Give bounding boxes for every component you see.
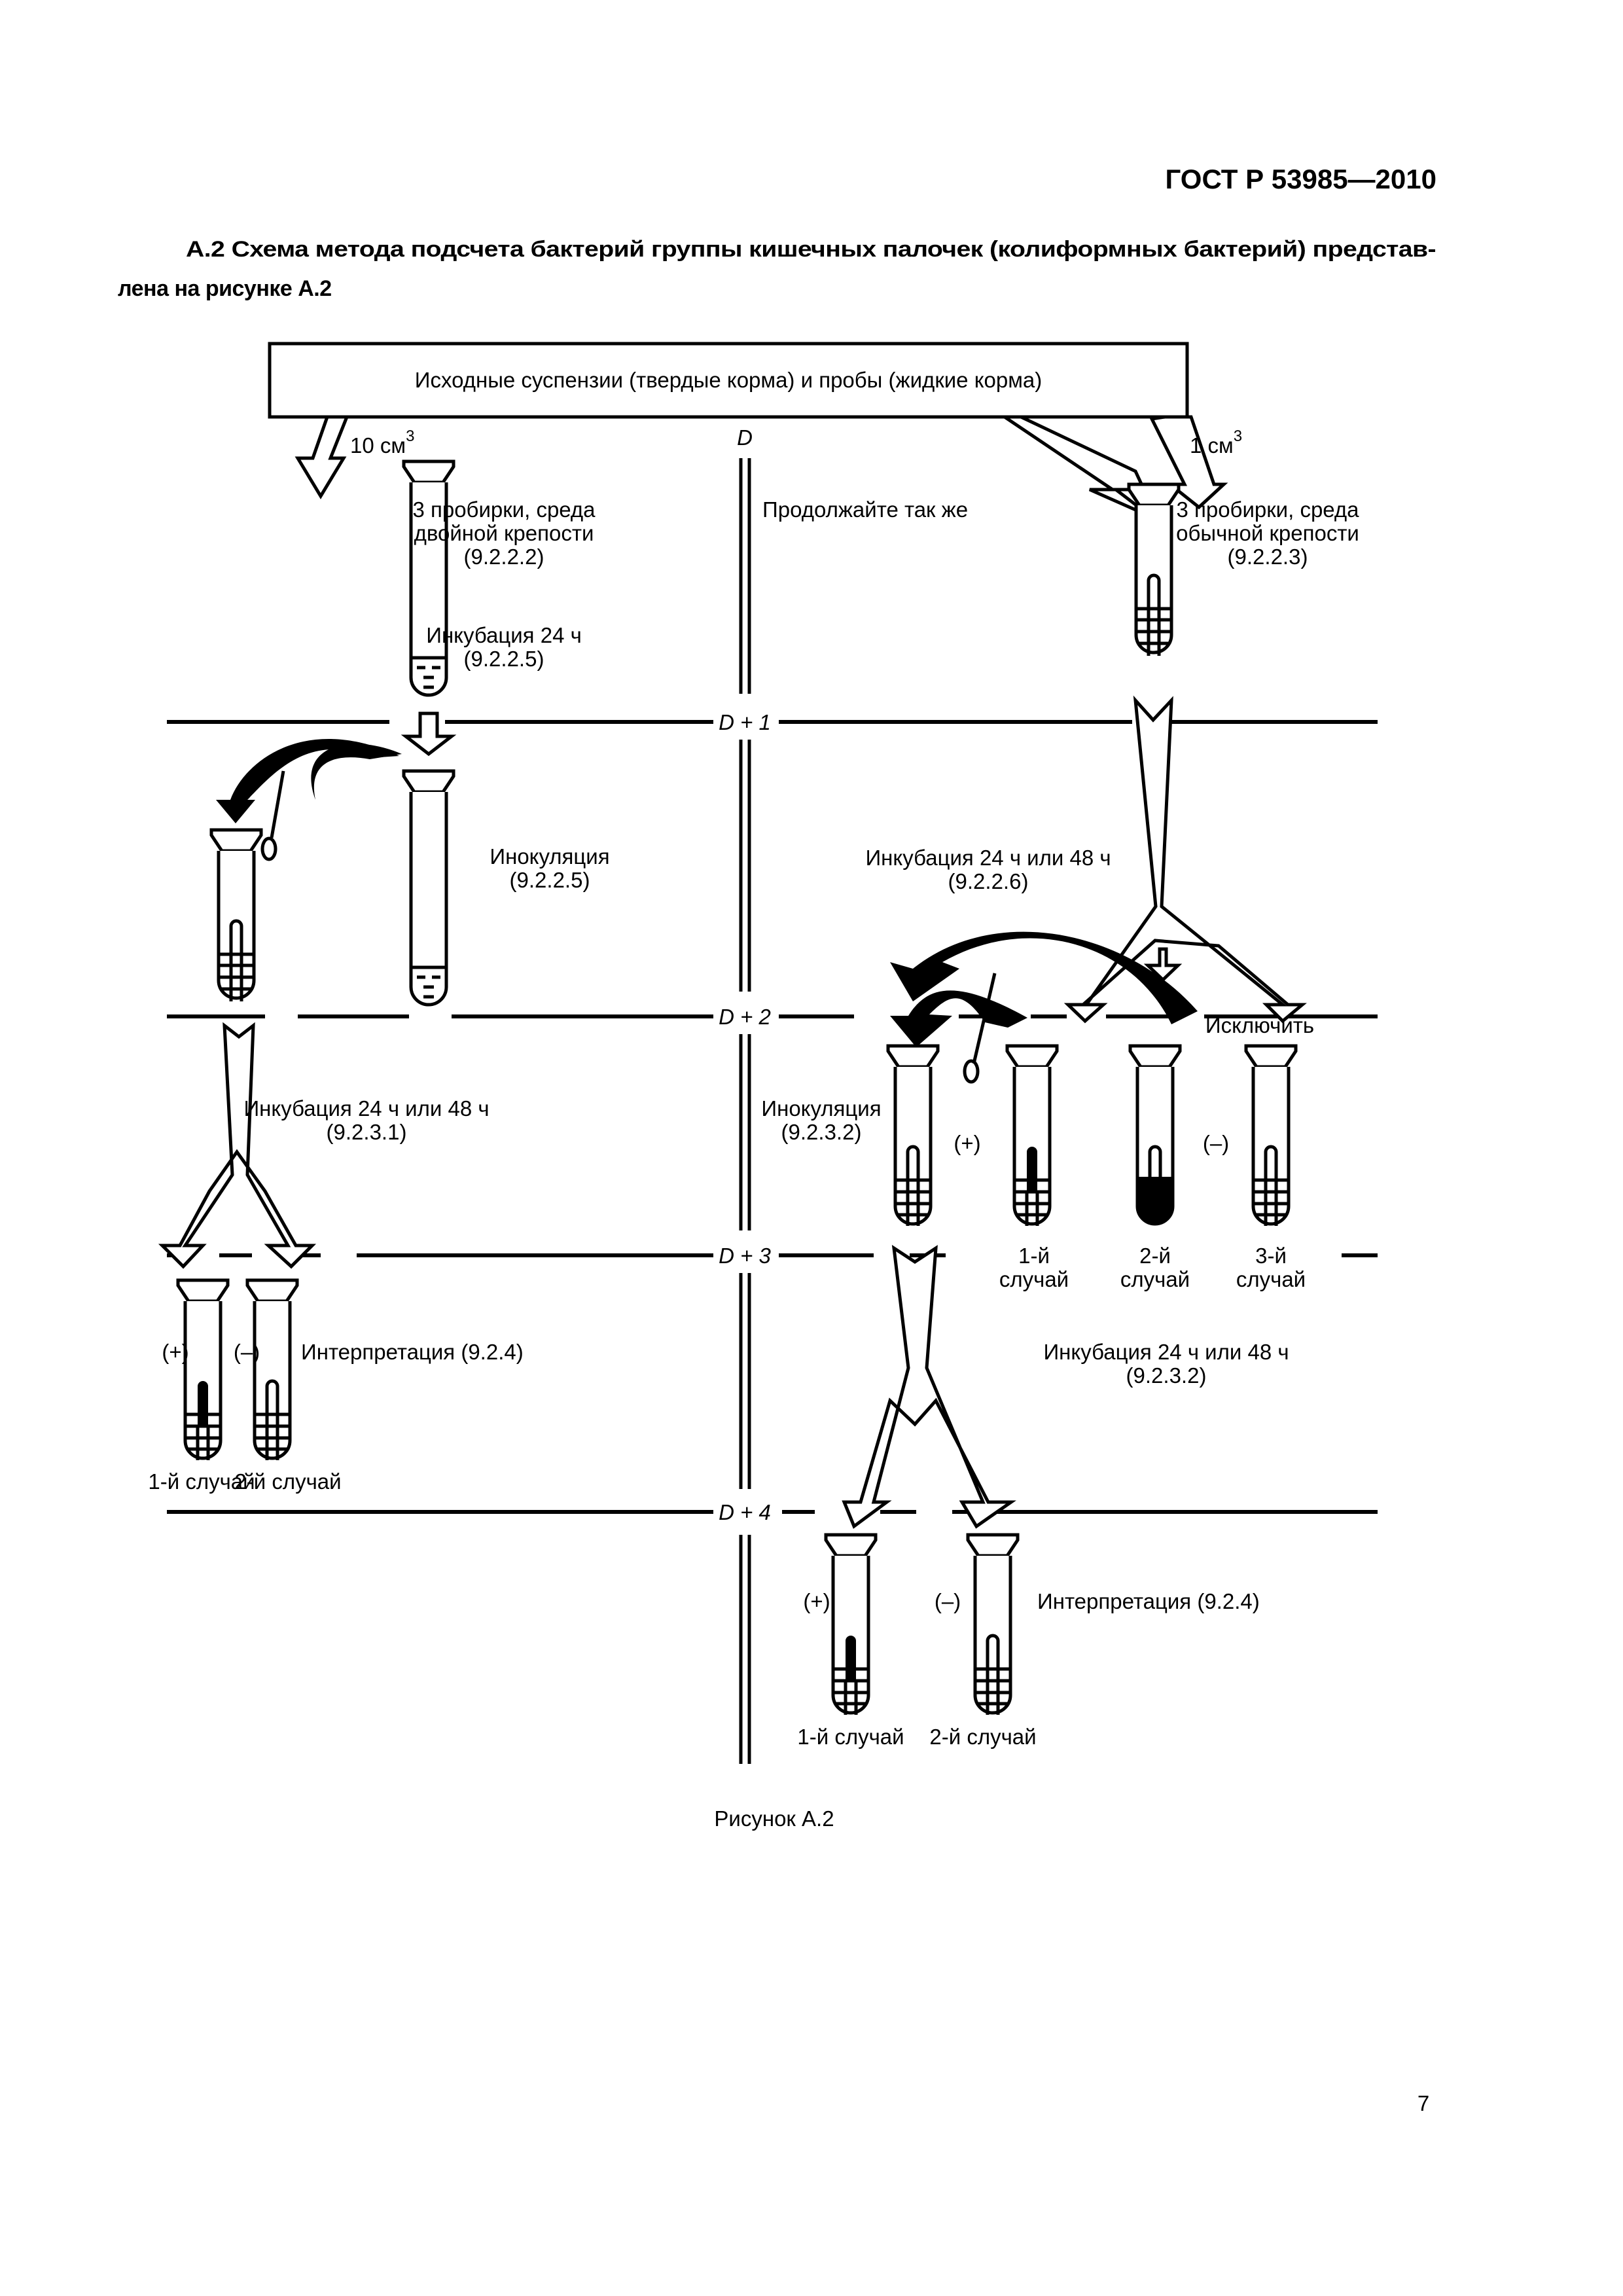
left-transfer-arrow: [294, 415, 349, 499]
inoculation-loop-right: [972, 973, 997, 1064]
exclude-label: Исключить: [1205, 1013, 1314, 1037]
right-inoculation-2: (9.2.3.2): [781, 1120, 862, 1144]
standard-code: ГОСТ Р 53985—2010: [1166, 164, 1436, 194]
source-box-label: Исходные суспензии (твердые корма) и про…: [415, 368, 1043, 392]
right-incubation1-2: (9.2.2.6): [948, 869, 1029, 893]
test-tube-final-negative: [968, 1535, 1018, 1715]
test-tube-left-negative: [247, 1280, 297, 1460]
day-label-d3: D + 3: [719, 1244, 771, 1268]
left-tubes-desc-2: двойной крепости: [414, 521, 594, 545]
left-case2: 2-й случай: [234, 1469, 341, 1494]
left-volume: 10 см3: [350, 427, 414, 457]
left-minus-sign: (–): [234, 1340, 260, 1364]
left-incubation1-2: (9.2.2.5): [464, 647, 544, 671]
right-case3-a: 3-й: [1255, 1244, 1287, 1268]
figure-caption: Рисунок А.2: [714, 1806, 834, 1831]
test-tube-double-strength: [404, 461, 454, 697]
right-plus-sign: (+): [954, 1131, 980, 1155]
right-tubes-desc-2: обычной крепости: [1176, 521, 1359, 545]
right-incubation2-2: (9.2.3.2): [1126, 1363, 1207, 1388]
right-inoculation-1: Инокуляция: [761, 1096, 881, 1121]
left-split-arrow: [158, 1022, 317, 1269]
left-interpretation: Интерпретация (9.2.4): [301, 1340, 524, 1364]
right-tubes-desc-1: 3 пробирки, среда: [1176, 497, 1359, 522]
intro-line-1: А.2 Схема метода подсчета бактерий групп…: [186, 237, 1436, 262]
final-plus-sign: (+): [803, 1589, 830, 1613]
right-inoculation-arrow-2: [890, 990, 1027, 1047]
right-inoculation-arrow-1: [890, 931, 1198, 1024]
timeline-axis: [739, 458, 751, 1764]
right-case1-b: случай: [999, 1267, 1069, 1291]
left-tubes-desc-3: (9.2.2.2): [464, 545, 544, 569]
final-case2: 2-й случай: [929, 1725, 1036, 1749]
left-inoculation-2: (9.2.2.5): [510, 868, 590, 892]
right-tubes-desc-3: (9.2.2.3): [1228, 545, 1308, 569]
left-inoculation-1: Инокуляция: [490, 844, 609, 869]
right-transfer-arrow-head: [1149, 415, 1228, 510]
left-tubes-desc-1: 3 пробирки, среда: [412, 497, 596, 522]
right-lower-split-arrow: [842, 1244, 1016, 1529]
right-case2-b: случай: [1120, 1267, 1190, 1291]
test-tube-right-case2: [1130, 1046, 1180, 1226]
right-volume: 1 см3: [1190, 427, 1242, 457]
intro-line-2: лена на рисунке А.2: [118, 276, 332, 301]
test-tube-durham-left: [211, 830, 261, 1001]
test-tube-right-case1: [1007, 1046, 1057, 1226]
final-minus-sign: (–): [935, 1589, 961, 1613]
inoculation-loop-left: [270, 770, 285, 838]
day-label-d0: D: [737, 425, 753, 450]
right-transfer-arrow: [999, 415, 1153, 519]
right-case3-b: случай: [1236, 1267, 1306, 1291]
test-tube-left-positive: [178, 1280, 228, 1460]
left-case1: 1-й случай: [148, 1469, 255, 1494]
test-tube-right-case3: [1246, 1046, 1296, 1226]
right-case1-a: 1-й: [1018, 1244, 1050, 1268]
test-tube-right-inoculated: [888, 1046, 938, 1226]
right-incubation1-1: Инкубация 24 ч или 48 ч: [865, 846, 1111, 870]
day-label-d2: D + 2: [719, 1005, 771, 1029]
page-number: 7: [1418, 2091, 1429, 2115]
day-label-d1: D + 1: [719, 710, 771, 734]
final-case1: 1-й случай: [797, 1725, 904, 1749]
test-tube-final-positive: [826, 1535, 876, 1715]
left-inoculation-arrow: [216, 739, 399, 823]
right-case2-a: 2-й: [1139, 1244, 1171, 1268]
right-minus-sign: (–): [1203, 1131, 1229, 1155]
test-tube-incubated: [404, 771, 454, 1007]
test-tube-normal-strength: [1129, 484, 1179, 656]
left-plus-sign: (+): [162, 1340, 188, 1364]
left-incubation2-1: Инкубация 24 ч или 48 ч: [243, 1096, 489, 1121]
left-down-arrow: [401, 711, 457, 757]
source-box: Исходные суспензии (твердые корма) и про…: [268, 342, 1189, 419]
right-split-arrow: [1063, 695, 1307, 1024]
left-incubation2-2: (9.2.3.1): [327, 1120, 407, 1144]
final-interpretation: Интерпретация (9.2.4): [1037, 1589, 1260, 1613]
right-incubation2-1: Инкубация 24 ч или 48 ч: [1043, 1340, 1289, 1364]
continue-label: Продолжайте так же: [762, 497, 968, 522]
left-incubation1-1: Инкубация 24 ч: [426, 623, 582, 647]
day-label-d4: D + 4: [719, 1500, 771, 1524]
